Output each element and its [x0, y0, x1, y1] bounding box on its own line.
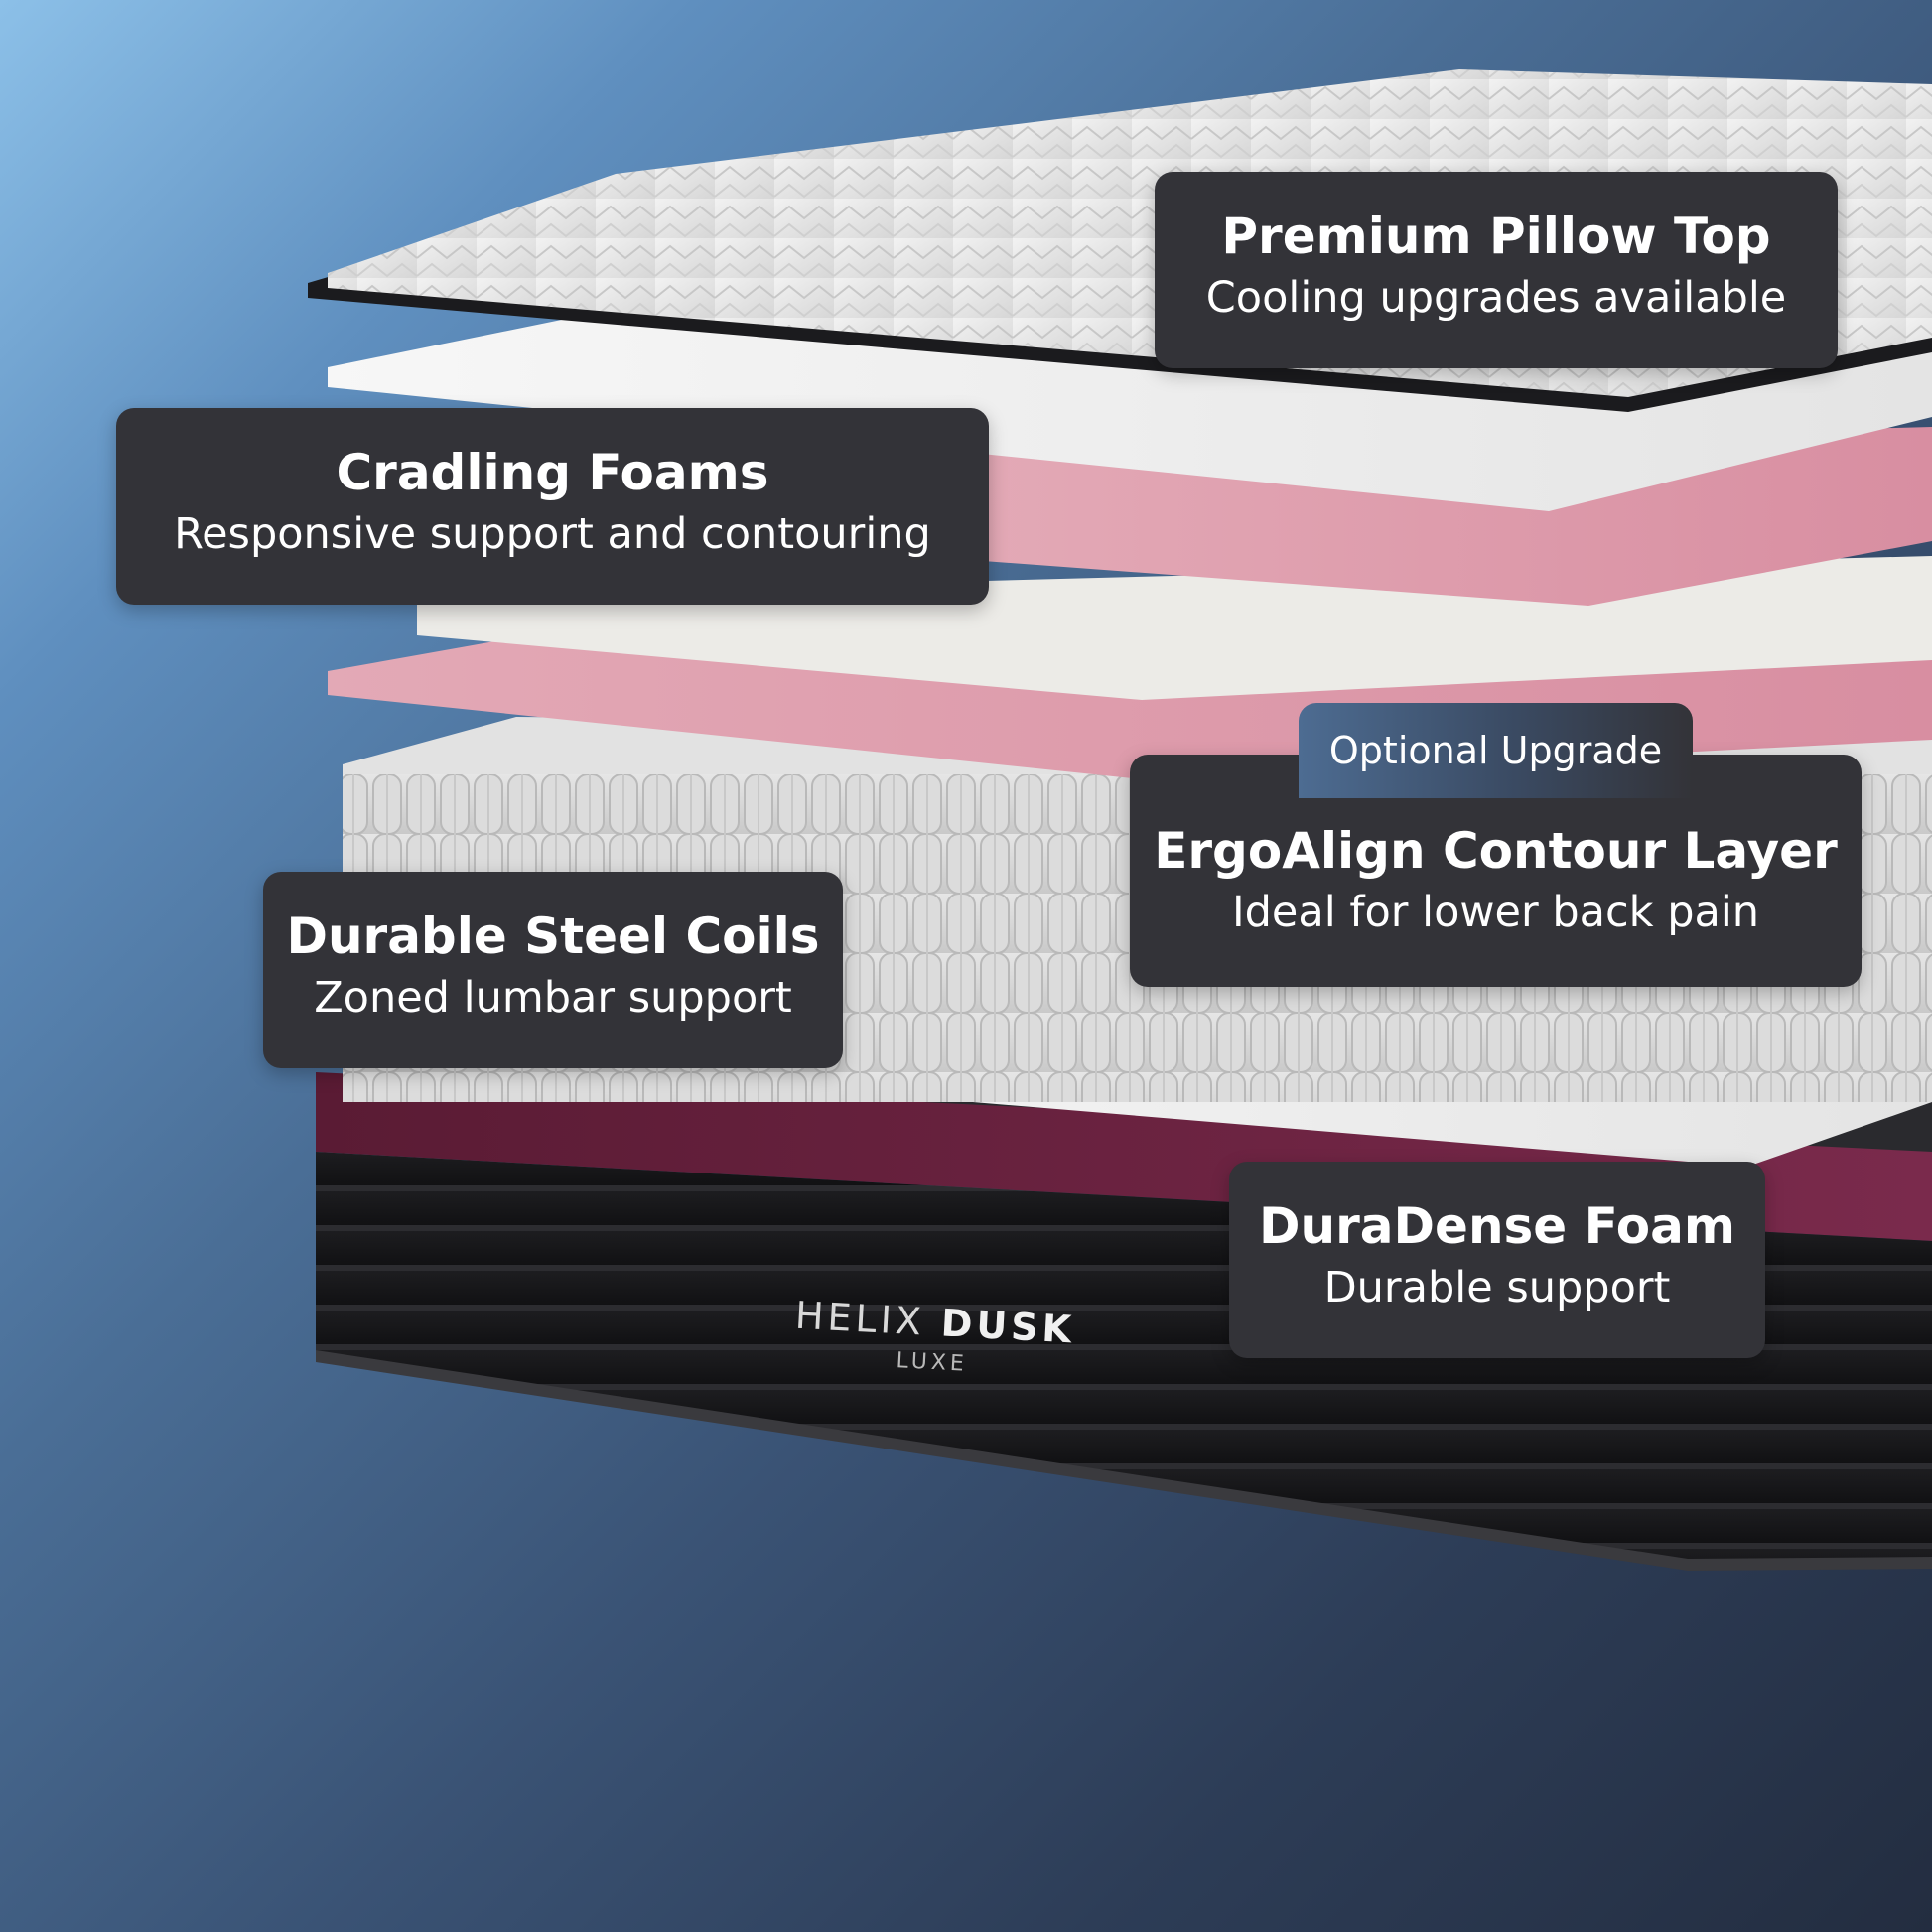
- callout-title: DuraDense Foam: [1259, 1197, 1735, 1255]
- callout-subtitle: Durable support: [1323, 1263, 1671, 1312]
- optional-upgrade-badge: Optional Upgrade: [1299, 703, 1693, 798]
- callout-ergoalign: ErgoAlign Contour Layer Ideal for lower …: [1130, 755, 1862, 987]
- callout-duradense: DuraDense Foam Durable support: [1229, 1162, 1765, 1358]
- callout-subtitle: Ideal for lower back pain: [1231, 888, 1760, 937]
- callout-title: Durable Steel Coils: [286, 907, 820, 965]
- callout-subtitle: Zoned lumbar support: [314, 973, 792, 1023]
- badge-label: Optional Upgrade: [1328, 729, 1663, 772]
- brand-name-light: HELIX: [793, 1293, 926, 1344]
- brand-name-bold: DUSK: [939, 1301, 1077, 1352]
- brand-logo: HELIX DUSK LUXE: [792, 1293, 1077, 1383]
- callout-title: Cradling Foams: [336, 444, 769, 501]
- callout-subtitle: Cooling upgrades available: [1205, 273, 1787, 323]
- callout-subtitle: Responsive support and contouring: [174, 509, 931, 559]
- callout-cradling-foams: Cradling Foams Responsive support and co…: [116, 408, 989, 605]
- callout-title: Premium Pillow Top: [1221, 207, 1771, 265]
- callout-title: ErgoAlign Contour Layer: [1154, 822, 1838, 880]
- callout-steel-coils: Durable Steel Coils Zoned lumbar support: [263, 872, 843, 1068]
- callout-pillow-top: Premium Pillow Top Cooling upgrades avai…: [1155, 172, 1838, 368]
